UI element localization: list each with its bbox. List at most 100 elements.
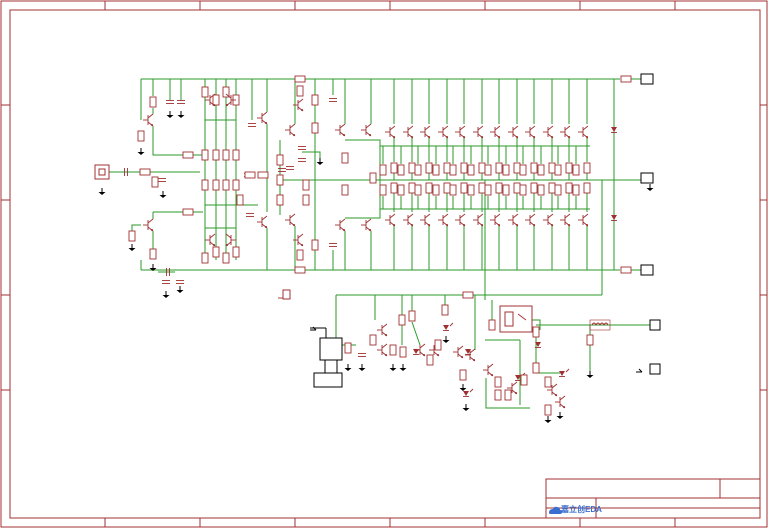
transistor <box>453 345 464 359</box>
resistor <box>530 162 538 174</box>
resistor <box>459 369 467 381</box>
resistor <box>530 182 538 194</box>
resistor <box>222 252 230 264</box>
resistor <box>502 184 510 196</box>
resistor <box>426 354 434 366</box>
resistor <box>212 179 220 191</box>
ground-icon <box>149 264 157 271</box>
resistor <box>397 184 405 196</box>
resistor <box>222 149 230 161</box>
title-block <box>545 478 761 519</box>
resistor <box>390 162 398 174</box>
wire <box>302 151 321 158</box>
resistor <box>520 374 528 386</box>
transistor <box>420 213 431 227</box>
ground-icon <box>459 384 467 391</box>
transistor <box>473 213 484 227</box>
resistor <box>408 310 416 322</box>
resistor <box>341 152 349 164</box>
resistor <box>502 164 510 176</box>
diode <box>611 215 617 221</box>
ground-icon <box>462 404 470 411</box>
resistor <box>222 86 230 98</box>
capacitor <box>329 243 337 247</box>
transistor <box>490 125 501 139</box>
resistor <box>532 326 540 338</box>
resistor <box>408 182 416 194</box>
resistor <box>182 151 194 159</box>
resistor <box>397 164 405 176</box>
transistor <box>490 213 501 227</box>
transistor <box>285 213 296 227</box>
resistor <box>201 252 209 264</box>
transistor <box>293 233 304 247</box>
diode <box>559 371 565 377</box>
transistor <box>385 213 396 227</box>
ground-icon <box>442 336 450 343</box>
ground-icon <box>159 191 167 198</box>
resistor <box>390 182 398 194</box>
capacitor <box>248 123 256 127</box>
input-jack-icon <box>94 164 110 180</box>
resistor <box>532 362 540 374</box>
capacitor <box>286 166 294 170</box>
resistor <box>513 162 521 174</box>
resistor <box>425 162 433 174</box>
ground-icon <box>544 416 552 423</box>
resistor <box>294 266 306 274</box>
wire-network <box>109 78 650 409</box>
transistor <box>525 125 536 139</box>
component-layer <box>94 75 632 416</box>
resistor <box>296 249 304 261</box>
diode <box>535 342 541 348</box>
net-flag <box>636 368 643 373</box>
transistor <box>525 213 536 227</box>
transistor <box>560 125 571 139</box>
led-arrow <box>469 388 474 393</box>
ground-symbols <box>98 111 654 423</box>
resistor <box>379 164 387 176</box>
net-port <box>649 363 661 375</box>
resistor <box>620 266 632 274</box>
transistor <box>205 233 216 247</box>
capacitor <box>162 280 170 284</box>
resistor <box>504 389 512 401</box>
capacitor <box>246 213 254 217</box>
net-flag <box>310 326 317 331</box>
ground-icon <box>128 244 136 251</box>
net-port <box>649 319 661 331</box>
diode <box>465 349 471 355</box>
capacitor <box>358 353 366 357</box>
resistor <box>548 162 556 174</box>
net-port <box>640 264 654 276</box>
diode <box>611 127 617 133</box>
resistor <box>149 248 157 260</box>
transistor <box>507 381 518 395</box>
inductor-icon <box>589 319 611 331</box>
resistor <box>212 94 220 106</box>
transistor <box>377 343 388 357</box>
resistor <box>441 304 449 316</box>
transistor <box>385 125 396 139</box>
capacitor <box>158 178 166 182</box>
ground-icon <box>586 371 594 378</box>
transistor <box>361 123 372 137</box>
transistor <box>455 125 466 139</box>
resistor <box>513 182 521 194</box>
transistor <box>225 93 236 107</box>
resistor <box>537 184 545 196</box>
resistor <box>244 171 256 179</box>
transistor <box>543 125 554 139</box>
transistor <box>438 213 449 227</box>
wire <box>411 321 421 346</box>
resistor <box>212 149 220 161</box>
resistor <box>137 130 145 142</box>
resistor <box>149 96 157 108</box>
resistor <box>434 339 442 351</box>
transistor <box>225 233 236 247</box>
diode <box>413 349 419 355</box>
resistor <box>369 172 377 184</box>
resistor <box>494 376 502 388</box>
